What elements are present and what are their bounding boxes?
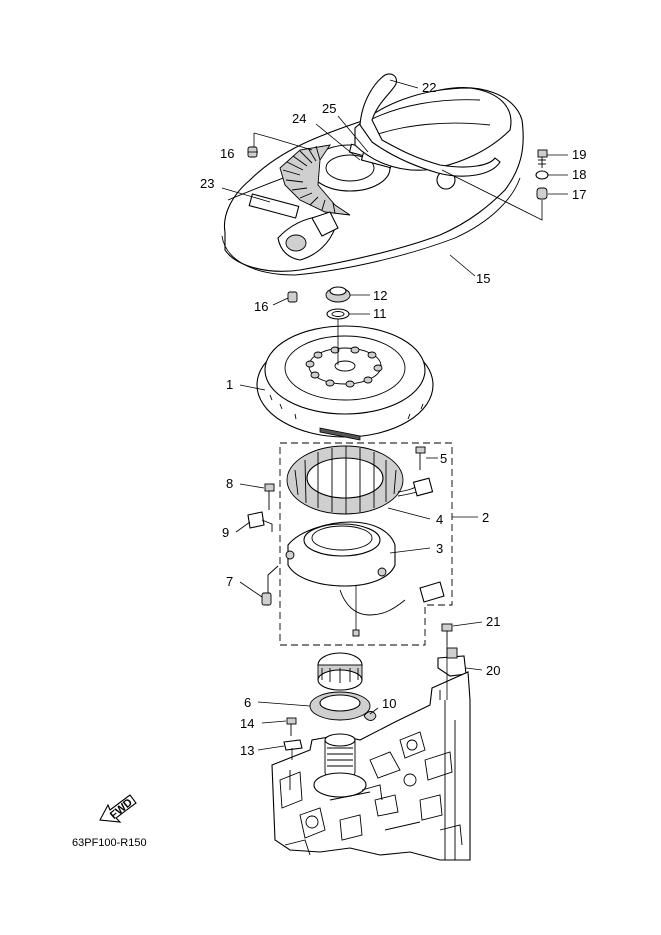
callout-15: 15 [476, 271, 490, 286]
bolt-21 [441, 623, 453, 645]
flywheel [256, 325, 434, 441]
callout-11: 11 [373, 306, 387, 321]
callout-19: 19 [572, 147, 586, 162]
stator-part-4 [286, 445, 434, 515]
callout-8: 8 [226, 476, 233, 491]
handle-part-22 [359, 73, 501, 177]
bracket-13 [283, 739, 303, 751]
fwd-arrow: FWD [99, 794, 137, 823]
screw-under-base [352, 629, 360, 637]
callout-1: 1 [226, 377, 233, 392]
callout-24: 24 [292, 111, 306, 126]
callout-14: 14 [240, 716, 254, 731]
rotor-gear [317, 652, 363, 691]
bolt-19 [537, 149, 548, 168]
bolt-5 [415, 446, 426, 470]
callout-6: 6 [244, 695, 251, 710]
flywheel-cover [221, 87, 524, 276]
clamp-9 [247, 511, 273, 532]
engine-block [271, 671, 471, 861]
reference-code: 63PF100-R150 [72, 837, 147, 849]
callout-21: 21 [486, 614, 500, 629]
callout-7: 7 [226, 574, 233, 589]
callout-25: 25 [322, 101, 336, 116]
bolt-14 [286, 717, 297, 736]
callout-10: 10 [382, 696, 396, 711]
washer-11 [326, 308, 350, 320]
callout-2: 2 [482, 510, 489, 525]
pulser-base-part-3 [285, 521, 445, 616]
nut-12 [325, 286, 351, 303]
callout-20: 20 [486, 663, 500, 678]
washer-18 [535, 170, 549, 180]
callout-23: 23 [200, 176, 214, 191]
plate-part-6 [309, 691, 371, 721]
key-10 [363, 711, 377, 721]
callout-9: 9 [222, 525, 229, 540]
bolt-8 [264, 483, 275, 510]
sensor-20 [437, 647, 467, 677]
callout-22: 22 [422, 80, 436, 95]
callout-16-lower: 16 [254, 299, 268, 314]
callout-12: 12 [373, 288, 387, 303]
leader-lines [221, 79, 568, 760]
stator-assembly-box-2 [279, 442, 453, 646]
sleeve-7 [261, 565, 279, 606]
callout-13: 13 [240, 743, 254, 758]
callout-16-top: 16 [220, 146, 234, 161]
callout-5: 5 [440, 451, 447, 466]
grommet-16-lower [287, 291, 298, 303]
callout-17: 17 [572, 187, 586, 202]
callout-18: 18 [572, 167, 586, 182]
grommet-17 [536, 187, 548, 200]
callout-4: 4 [436, 512, 443, 527]
callout-3: 3 [436, 541, 443, 556]
